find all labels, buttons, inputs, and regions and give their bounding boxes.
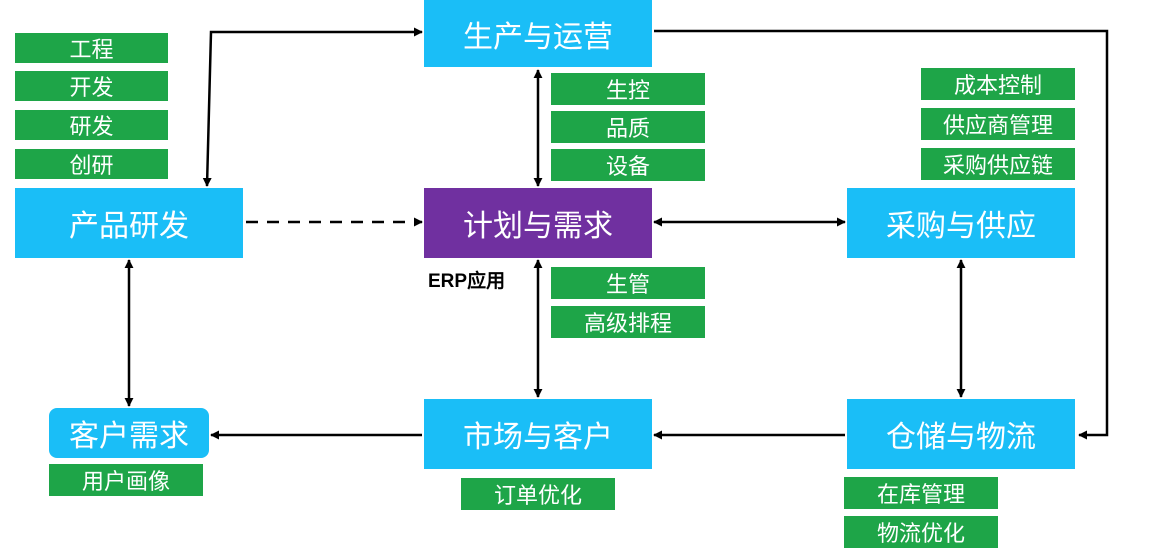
- tag-procurement-3: 采购供应链: [921, 148, 1075, 180]
- node-procurement: 采购与供应: [847, 188, 1075, 258]
- erp-caption: ERP应用: [428, 271, 506, 292]
- tag-warehouse-1: 在库管理: [844, 477, 998, 509]
- tag-rnd-1: 工程: [15, 33, 168, 63]
- tag-market-1: 订单优化: [461, 478, 615, 510]
- tag-procurement-2: 供应商管理: [921, 108, 1075, 140]
- tag-customer-demand-1: 用户画像: [49, 464, 203, 496]
- arrow-production-warehouse: [654, 29, 1109, 440]
- node-planning: 计划与需求: [424, 188, 652, 258]
- tag-rnd-2: 开发: [15, 71, 168, 101]
- tag-planning-2: 高级排程: [551, 306, 705, 338]
- node-rnd: 产品研发: [15, 188, 243, 258]
- node-production: 生产与运营: [424, 0, 652, 67]
- node-market: 市场与客户: [424, 399, 652, 469]
- tag-warehouse-2: 物流优化: [844, 516, 998, 548]
- tag-procurement-1: 成本控制: [921, 68, 1075, 100]
- tag-rnd-3: 研发: [15, 110, 168, 140]
- node-warehouse: 仓储与物流: [847, 399, 1075, 469]
- tag-planning-1: 生管: [551, 267, 705, 299]
- arrow-rnd-production: [202, 27, 423, 187]
- tag-rnd-4: 创研: [15, 149, 168, 179]
- tag-production-3: 设备: [551, 149, 705, 181]
- node-customer-demand: 客户需求: [49, 408, 209, 458]
- tag-production-1: 生控: [551, 73, 705, 105]
- tag-production-2: 品质: [551, 111, 705, 143]
